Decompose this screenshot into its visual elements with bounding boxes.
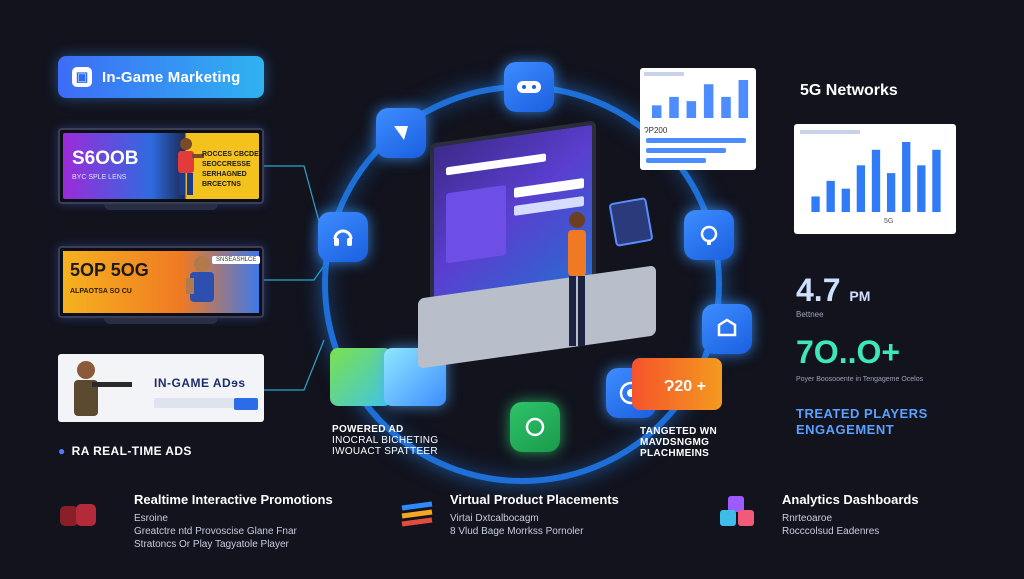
ad1-side-4: BRCECTNS	[202, 181, 241, 188]
footer-title-3: Analytics Dashboards	[782, 492, 919, 507]
box-icon[interactable]	[702, 304, 752, 354]
chart-bar	[932, 149, 941, 212]
chart-bar	[811, 196, 820, 212]
monitor-stand-2	[104, 318, 218, 324]
footer-title-2: Virtual Product Placements	[450, 492, 619, 507]
analytics-panel-small: ɁP200	[640, 68, 756, 170]
footer-title-1: Realtime Interactive Promotions	[134, 492, 333, 507]
ad3-headline: IN-GAME ADɘs	[154, 376, 246, 390]
ad2-sub: ALPAOTSA SO CU	[70, 288, 132, 295]
chart-bar	[651, 105, 662, 118]
chart-bar	[856, 165, 866, 212]
price-tag-card: Ɂ20 +	[632, 358, 722, 410]
ad2-tag: SNSEASHLCE	[212, 256, 261, 264]
ad-monitor-game: 5OP 5OG ALPAOTSA SO CU SNSEASHLCE	[58, 246, 264, 318]
stat-secondary-sub: Poyer Boosooente in Tengageme Ocelos	[796, 376, 924, 383]
marketing-label: In-Game Marketing	[102, 68, 241, 86]
chart-bar	[721, 96, 731, 118]
person-figure-icon	[568, 212, 586, 346]
price-tag-label: Ɂ20 +	[664, 378, 706, 395]
ad3-input[interactable]	[154, 398, 238, 408]
stat-primary: 4.7 PM	[796, 272, 871, 308]
powered-ad-caption: POWERED AD INOCRAL BICHETING IWOUACT SPA…	[332, 424, 439, 457]
realtime-ads-label: ●RA REAL-TIME ADS	[58, 444, 192, 458]
recycle-icon[interactable]	[510, 402, 560, 452]
monitor-stand	[104, 204, 218, 210]
engagement-label: TREATED PLAYERS ENGAGEMENT	[796, 406, 928, 437]
dash1-label: ɁP200	[644, 126, 668, 135]
chart-bar	[738, 80, 749, 118]
chart-bar	[871, 149, 881, 212]
in-game-marketing-badge[interactable]: ▣ In-Game Marketing	[58, 56, 264, 98]
chart-bar	[669, 96, 679, 118]
ad-banner-ingame: IN-GAME ADɘs	[58, 354, 264, 422]
stat-secondary: 7O..O+	[796, 334, 901, 370]
shooter-figure-icon	[74, 361, 132, 416]
footer-desc-1: Esroine Greatctre ntd Provoscise Glane F…	[134, 513, 297, 550]
marketing-icon: ▣	[72, 67, 92, 87]
chart-bar	[841, 188, 850, 212]
tablet-icon	[608, 197, 654, 247]
targeted-caption: TANGETED WN MAVDSNGMG PLACHMEINS	[640, 426, 717, 459]
athlete-figure-icon	[178, 138, 204, 195]
shield-icon[interactable]	[376, 108, 426, 158]
ad1-side-3: SERHAGNED	[202, 171, 247, 178]
chart-bar	[686, 101, 697, 118]
ad1-sub: BYC SPLE LENS	[72, 174, 127, 181]
analytics-panel-large: 5G	[794, 124, 956, 234]
stat-primary-sub: Bettnee	[796, 310, 824, 319]
ad-monitor-sports: S6OOB BYC SPLE LENS ROCCES CBCDE SEOCCRE…	[58, 128, 264, 204]
ad1-side-2: SEOCCRESSE	[202, 161, 251, 168]
bar-chart-small	[651, 80, 749, 118]
chart-bar	[886, 173, 896, 212]
headset-icon[interactable]	[318, 212, 368, 262]
chart-bar	[902, 142, 911, 212]
footer-desc-2: Virtai Dxtcalbocagm 8 Vlud Bage Morrkss …	[450, 513, 584, 537]
footer-desc-3: Rnrteoaroe Rocccolsud Eadenres	[782, 513, 880, 537]
laptop-illustration	[418, 120, 656, 369]
dice-icon	[720, 496, 754, 526]
chart-bar	[917, 165, 926, 212]
chart-bar	[826, 180, 835, 212]
dash2-tag: 5G	[884, 218, 894, 225]
ad2-headline: 5OP 5OG	[70, 260, 149, 280]
networks-label: 5G Networks	[800, 82, 898, 99]
ad3-button[interactable]	[234, 398, 258, 410]
ad1-side-1: ROCCES CBCDE	[202, 151, 259, 158]
controllers-icon	[60, 504, 96, 526]
bar-chart-large	[811, 142, 941, 212]
trophy-icon[interactable]	[684, 210, 734, 260]
chart-bar	[703, 84, 714, 118]
layers-icon	[401, 501, 433, 527]
product-card-1	[330, 348, 392, 406]
ad1-headline: S6OOB	[72, 148, 139, 169]
gamepad-icon[interactable]	[504, 62, 554, 112]
bullet-icon: ●	[58, 444, 66, 458]
soldier-figure-icon	[186, 256, 214, 302]
